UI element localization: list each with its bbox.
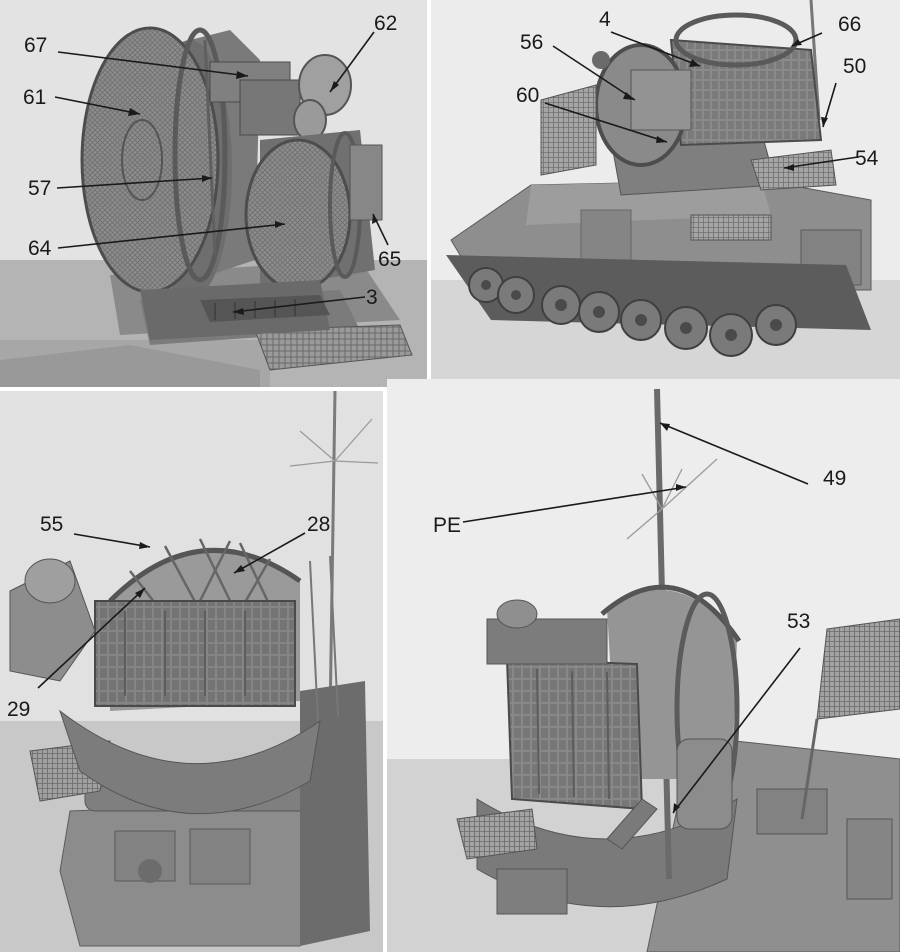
callout-label: 61 [23,86,47,109]
callout-label: PE [433,514,462,537]
photo-bottom-right [387,379,900,952]
callout-label: 62 [374,12,398,35]
photo-top-right [431,0,900,383]
callout-label: 57 [28,177,52,200]
callout-label: 28 [307,513,331,536]
vehicle-radar-closeup-illustration [387,379,900,952]
photo-top-left [0,0,427,387]
photo-bottom-left [0,391,383,952]
callout-label: 56 [520,31,544,54]
callout-label: 54 [855,147,879,170]
callout-label: 65 [378,248,402,271]
callout-label: 49 [823,467,847,490]
callout-label: 60 [516,84,540,107]
callout-label: 67 [24,34,48,57]
callout-label: 53 [787,610,811,633]
vehicle-rear-view-illustration [0,391,383,952]
callout-label: 4 [599,8,611,31]
callout-label: 3 [366,286,378,309]
callout-label: 64 [28,237,52,260]
callout-label: 29 [7,698,31,721]
callout-label: 55 [40,513,64,536]
vehicle-side-view-illustration [431,0,900,383]
callout-label: 66 [838,13,862,36]
callout-label: 50 [843,55,867,78]
vehicle-rear-dishes-illustration [0,0,427,387]
